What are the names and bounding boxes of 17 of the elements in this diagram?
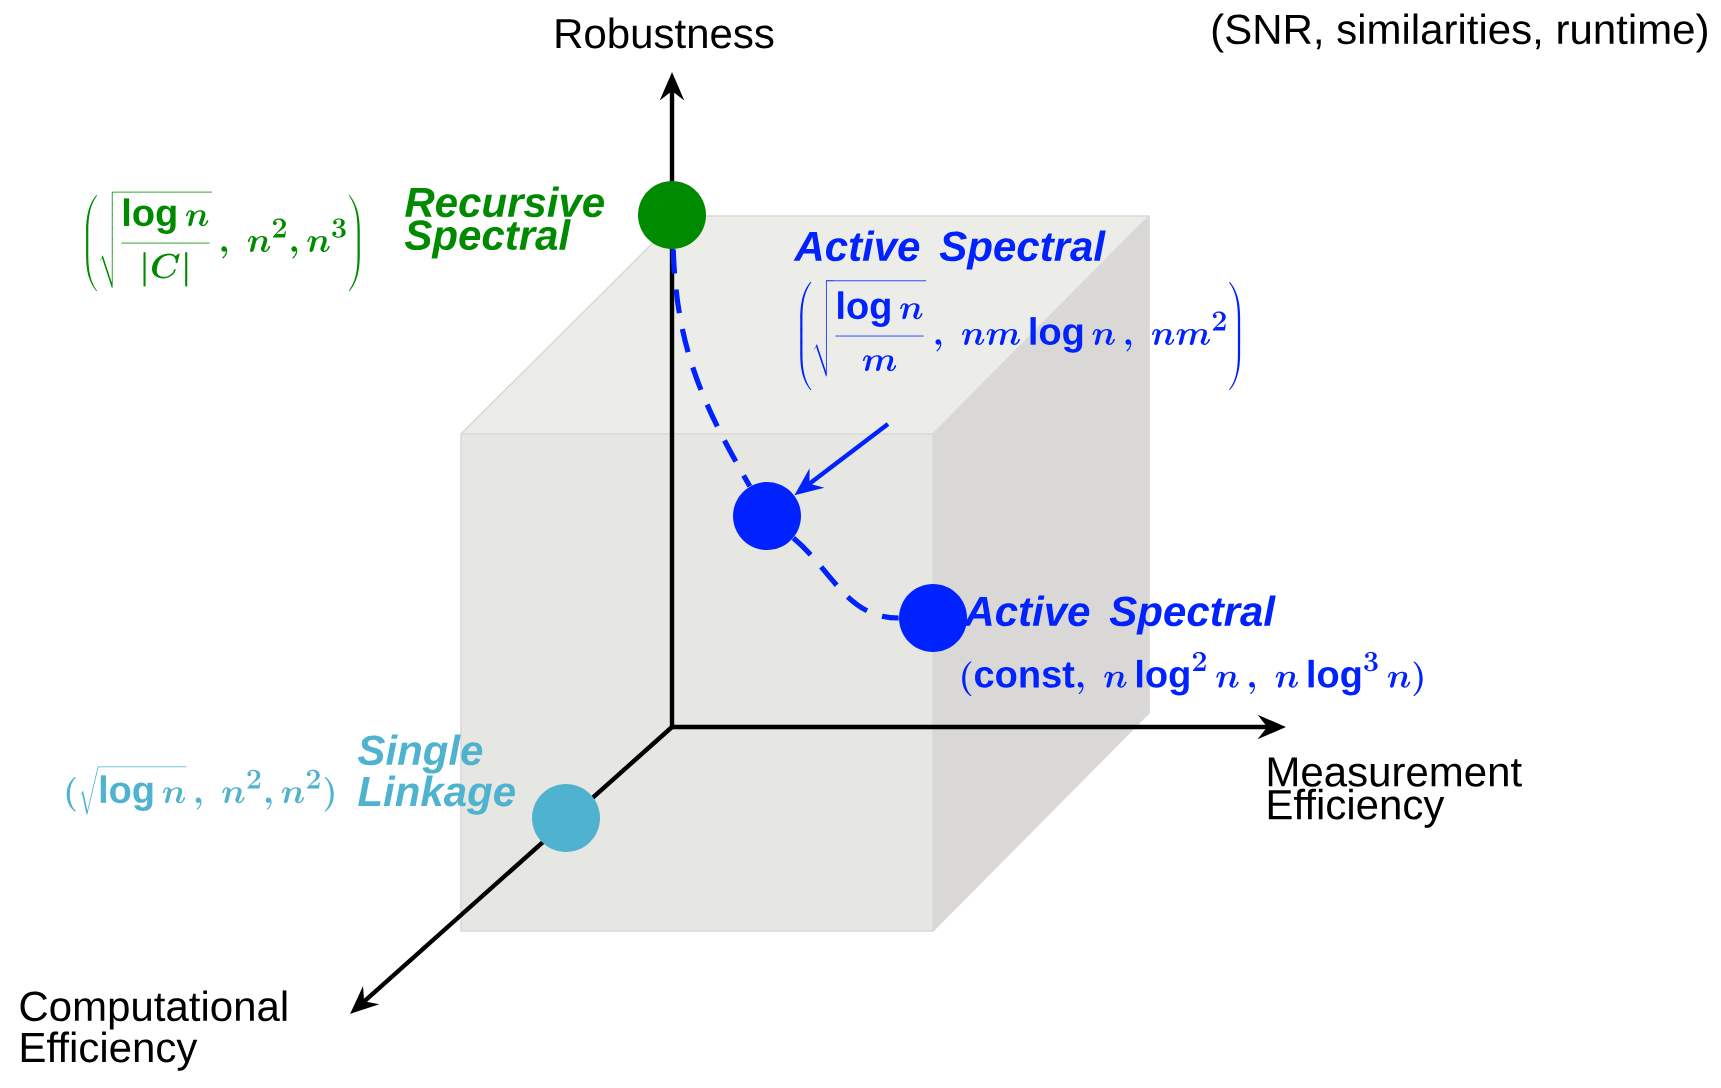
point-label: Active Spectral	[963, 595, 1276, 635]
axis-label: Robustness	[556, 17, 774, 49]
data-point	[733, 482, 801, 550]
data-point	[638, 181, 706, 249]
axis-label: Measurement Efficiency	[1268, 757, 1522, 828]
point-label: Single Linkage	[357, 734, 515, 815]
complexity-formula: $(\sqrt{\log n}\,,\ n^2, n^2)$	[66, 766, 334, 815]
point-label: Active Spectral $\left(\sqrt{\frac{\log n}{m}}\,,\ nm\log n\,,\ nm^2\right)$	[793, 230, 1241, 391]
point-label: Recursive Spectral	[404, 186, 604, 259]
data-point	[899, 584, 967, 652]
complexity-formula: $(\mathrm{const},\ n\log^2 n\,,\ n\log^3 n)$	[962, 652, 1423, 697]
dashed-curve	[670, 249, 753, 488]
dashed-curve	[791, 536, 899, 621]
complexity-formula: $\left(\sqrt{\frac{\log n}{\vert C\vert}}\,,\ n^2, n^3\right)$	[86, 191, 360, 292]
axis-label: Computational Efficiency	[20, 990, 287, 1071]
data-point	[532, 784, 600, 852]
axis-label: (SNR, similarities, runtime)	[1212, 13, 1707, 53]
